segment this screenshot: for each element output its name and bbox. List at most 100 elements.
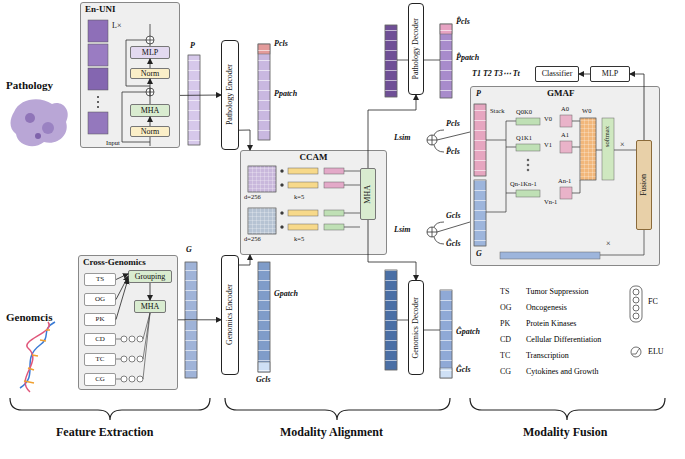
node-text: Pathology Encoder [226,64,234,125]
dna-icon [25,322,49,392]
node-text: Grouping [135,273,166,281]
legend-text: Cellular Differentiation [526,335,601,344]
text-label: Ppatch [274,90,297,98]
token-column [185,262,197,378]
node-text: CG [95,376,105,383]
legend-symbol [633,289,639,295]
token-column [258,44,270,140]
similarity-loss [427,227,437,237]
node-text: MLP [602,70,618,78]
encoder-box: Genomics Encoder [221,255,239,375]
legend-symbol [630,286,642,322]
token-link [397,60,408,61]
text-label: P [476,90,481,98]
connector-arrow [178,319,221,320]
attention-box: MHA [360,168,376,220]
encoder-box: Pathology Encoder [221,40,239,150]
legend-entry: ELU [648,348,664,356]
legend-entry: Transcription [526,352,569,360]
similarity-loss [427,130,470,244]
section-label: Modality Fusion [523,426,607,438]
token-link [424,330,440,331]
text-label: Genomcis [6,312,52,323]
token-column [385,270,397,370]
text-label: Lsim [394,226,410,234]
text-label: Vn-1 [544,199,557,206]
category-box: PK [84,313,116,326]
similarity-loss [434,237,444,244]
node-text: Norm [141,128,160,136]
text-label: L× [112,22,121,30]
text-label: G [186,246,192,254]
module-box: Cross-GenomicsTSOGPKCDTCCGGroupingMHA [78,255,178,390]
section-brace [10,398,210,420]
similarity-loss [437,222,470,232]
legend-text: ELU [648,347,664,356]
node-text: MHA [141,303,160,311]
section-brace [10,398,665,420]
legend-text: Cytokines and Growth [526,367,598,376]
node-text: CCAM [241,153,386,162]
text-label: Gpatch [274,290,298,298]
token-column [258,44,270,54]
token-column [440,24,452,98]
token-column [440,24,452,98]
connector-arrow [239,255,250,265]
text-label: TS [500,288,509,296]
text-label: k=5 [294,194,304,201]
legend-entry: Cytokines and Growth [526,368,598,376]
node-text: MLP [142,49,158,57]
text-label: P̂patch [456,54,479,62]
text-label: OG [500,304,512,312]
node-text: MHA [364,185,372,204]
token-column [440,290,452,378]
text-label: A0 [561,106,569,113]
text-label: T1 T2 T3⋯ Tt [472,70,520,78]
text-label: × [620,141,625,149]
token-column [258,44,270,140]
norm-box: Norm [130,68,170,79]
dna-icon [20,322,55,388]
legend-text: Oncogenesis [526,303,567,312]
text-label: P̂cls [446,148,460,156]
node-text: Fusion [640,174,648,196]
text-label: Input [106,140,120,147]
pathology-slide [42,122,54,134]
category-box: CD [84,333,116,346]
text-label: P̂cls [456,18,470,26]
legend-entry: Protein Kinases [526,320,576,328]
legend-entry: FC [648,298,658,306]
legend-symbol [630,286,642,357]
text-label: Pcls [446,120,460,128]
token-column [258,262,270,372]
section-brace [470,398,665,420]
node-text: TS [96,276,104,283]
connector-arrow [180,95,221,96]
legend-text: Tumor Suppression [526,287,589,296]
category-box: CG [84,373,116,386]
section-label: Feature Extraction [56,426,153,438]
similarity-loss [434,145,444,152]
text-label: Qn-1Kn-1 [510,181,537,188]
pathology-slide [11,99,68,146]
similarity-loss [437,132,470,140]
pathology-slide [25,113,35,123]
text-label: V0 [544,116,552,123]
text-label: × [606,240,611,248]
node-text: Cross-Genomics [83,258,146,267]
text-label: Gcls [256,376,271,384]
node-text: Norm [141,70,160,78]
attention-box: MHA [130,104,170,117]
section-label: Modality Alignment [280,426,383,438]
text-label: P [190,42,195,50]
token-column [258,262,270,372]
text-label: Pcls [274,40,288,48]
text-label: Q0K0 [516,109,532,116]
text-label: V1 [544,142,552,149]
similarity-loss [434,130,444,135]
dna-icon [20,322,55,392]
node-text: MHA [141,107,160,115]
category-box: TC [84,353,116,366]
legend-text: Transcription [526,351,569,360]
token-column [385,25,397,97]
